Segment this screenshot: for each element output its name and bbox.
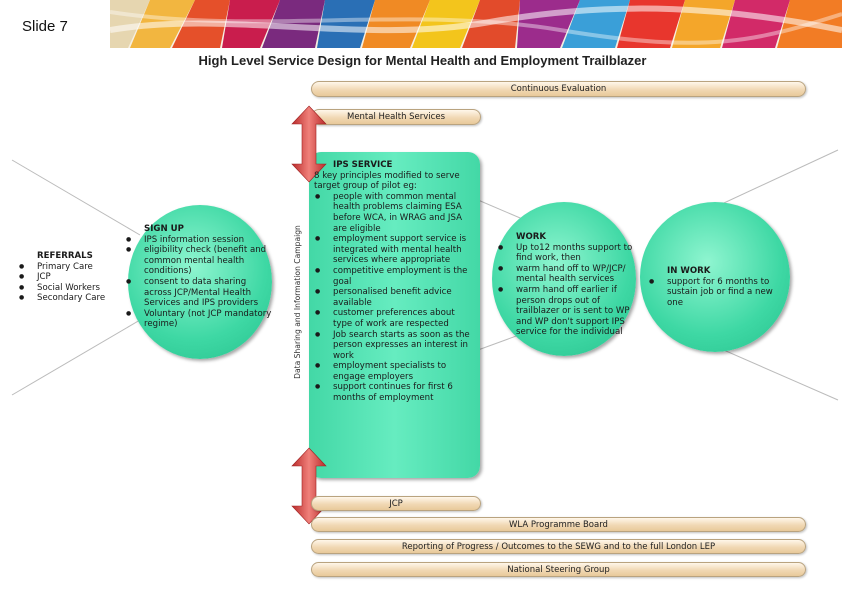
ips-item: Job search starts as soon as the person …	[314, 330, 476, 362]
ips-service-block: IPS SERVICE 8 key principles modified to…	[314, 160, 476, 404]
referral-item: JCP	[18, 272, 128, 283]
referrals-block: REFERRALS Primary Care JCP Social Worker…	[18, 251, 128, 304]
bar-national-steering-group: National Steering Group	[311, 562, 806, 577]
slide-label: Slide 7	[22, 18, 68, 35]
bar-mental-health-services-label: Mental Health Services	[346, 112, 445, 122]
referral-item: Social Workers	[18, 283, 128, 294]
diagram-title: High Level Service Design for Mental Hea…	[198, 53, 647, 68]
bar-reporting: Reporting of Progress / Outcomes to the …	[311, 539, 806, 554]
decorative-banner	[110, 0, 842, 48]
bar-wla-programme-board: WLA Programme Board	[311, 517, 806, 532]
ips-item: customer preferences about type of work …	[314, 308, 476, 329]
double-arrow-top-icon	[291, 105, 327, 183]
side-label-wrapper: Data Sharing and Information Campaign	[292, 208, 306, 396]
ips-title: IPS SERVICE	[333, 160, 393, 170]
ips-item: employment specialists to engage employe…	[314, 361, 476, 382]
bar-continuous-evaluation-label: Continuous Evaluation	[510, 84, 607, 94]
work-title: WORK	[516, 232, 547, 242]
ips-item: employment support service is integrated…	[314, 234, 476, 266]
sign-up-item: IPS information session	[125, 235, 275, 246]
work-item: warm hand off to WP/JCP/ mental health s…	[497, 264, 637, 285]
bar-reporting-label: Reporting of Progress / Outcomes to the …	[401, 541, 716, 552]
referrals-title: REFERRALS	[37, 251, 93, 261]
ips-item: personalised benefit advice available	[314, 287, 476, 308]
work-item: Up to12 months support to find work, the…	[497, 243, 637, 264]
bar-jcp: JCP	[311, 496, 481, 511]
ips-item: support continues for first 6 months of …	[314, 382, 476, 403]
bar-wla-label: WLA Programme Board	[509, 519, 608, 530]
sign-up-item: consent to data sharing across JCP/Menta…	[125, 277, 275, 309]
side-label: Data Sharing and Information Campaign	[293, 225, 302, 379]
sign-up-title: SIGN UP	[144, 224, 184, 234]
work-block: WORK Up to12 months support to find work…	[497, 232, 637, 338]
sign-up-item: eligibility check (benefit and common me…	[125, 245, 275, 277]
bar-continuous-evaluation: Continuous Evaluation	[311, 81, 806, 97]
in-work-title: IN WORK	[667, 266, 711, 276]
bar-national-steering-label: National Steering Group	[507, 564, 610, 575]
bar-mental-health-services: Mental Health Services	[311, 109, 481, 125]
double-arrow-bottom-icon	[291, 447, 327, 525]
referral-item: Primary Care	[18, 262, 128, 273]
referral-item: Secondary Care	[18, 293, 128, 304]
bar-jcp-label: JCP	[389, 498, 403, 509]
ips-intro: 8 key principles modified to serve targe…	[314, 170, 460, 192]
in-work-block: IN WORK support for 6 months to sustain …	[648, 266, 782, 308]
work-item: warm hand off earlier if person drops ou…	[497, 285, 637, 338]
in-work-item: support for 6 months to sustain job or f…	[648, 277, 782, 309]
ips-item: people with common mental health problem…	[314, 192, 476, 234]
sign-up-block: SIGN UP IPS information session eligibil…	[125, 224, 275, 330]
ips-item: competitive employment is the goal	[314, 266, 476, 287]
sign-up-item: Voluntary (not JCP mandatory regime)	[125, 309, 275, 330]
